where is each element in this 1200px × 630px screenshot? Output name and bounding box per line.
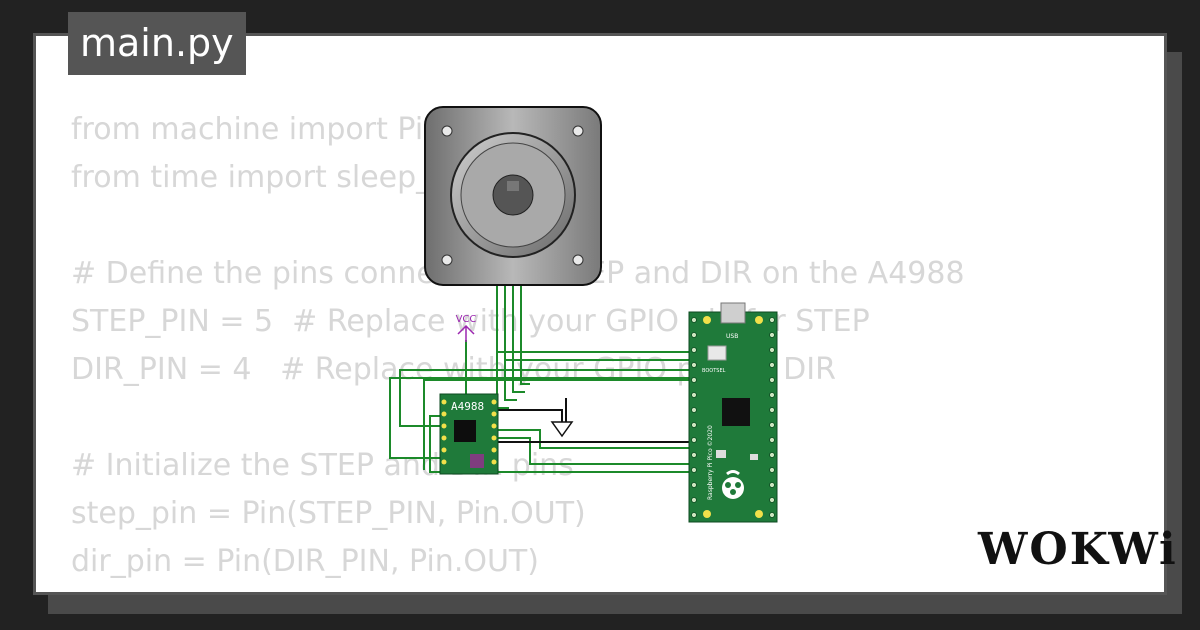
code-line: dir_pin = Pin(DIR_PIN, Pin.OUT) — [71, 544, 539, 579]
file-tab-main-py[interactable]: main.py — [68, 12, 246, 75]
stepper-motor[interactable] — [424, 106, 602, 286]
driver-label: A4988 — [451, 400, 484, 413]
raspberry-pi-pico[interactable]: USB BOOTSEL Raspberry Pi Pico ©2020 — [688, 302, 778, 523]
vcc-label: VCC — [456, 314, 477, 325]
pico-bootsel-label: BOOTSEL — [702, 368, 726, 374]
raspberry-logo-icon — [722, 470, 744, 499]
a4988-driver[interactable]: A4988 — [439, 393, 499, 475]
code-line: from machine import Pin — [71, 112, 443, 147]
pico-usb-label: USB — [726, 333, 738, 340]
pico-board-label: Raspberry Pi Pico ©2020 — [707, 425, 714, 500]
code-line: step_pin = Pin(STEP_PIN, Pin.OUT) — [71, 496, 586, 531]
wires — [389, 284, 691, 473]
ground-symbol — [550, 421, 574, 438]
vcc-marker: VCC — [456, 314, 477, 342]
wokwi-logo: WOKWi — [978, 524, 1178, 575]
